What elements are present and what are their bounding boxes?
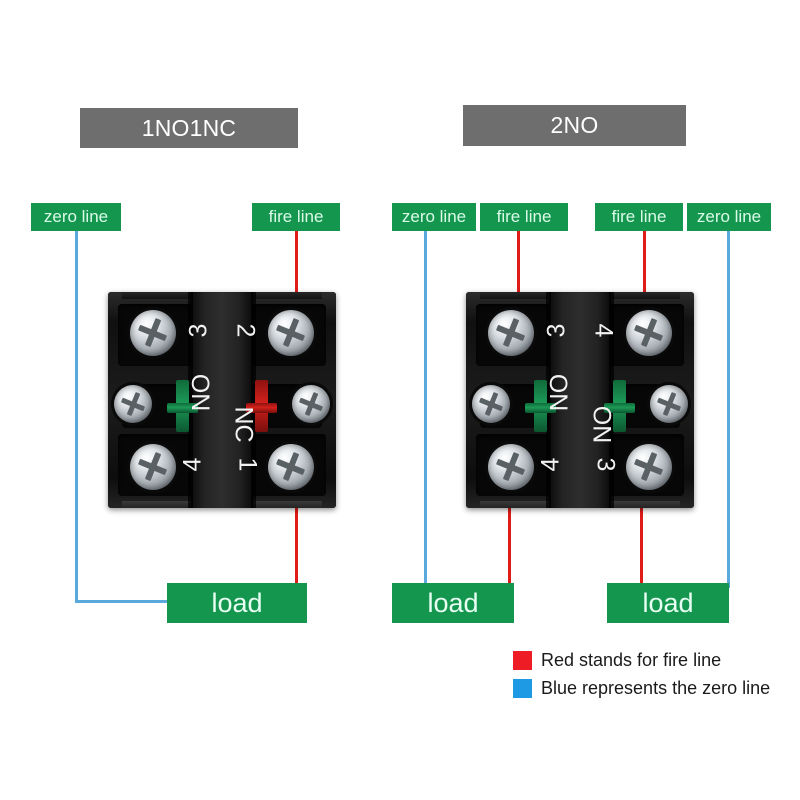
switch-block-2no: 3 4 4 3 NO ON bbox=[466, 292, 694, 508]
label-left-fire-line: fire line bbox=[252, 203, 340, 231]
center-rail bbox=[188, 292, 256, 508]
wire-right-zero2-vertical bbox=[727, 231, 730, 588]
screw-contact-left bbox=[114, 385, 152, 423]
label-left-zero-line-text: zero line bbox=[43, 207, 109, 226]
legend-swatch-red-icon bbox=[513, 651, 532, 670]
label-left-load: load bbox=[167, 583, 307, 623]
screw-contact-right bbox=[650, 385, 688, 423]
marking-terminal-3-top: 3 bbox=[542, 323, 571, 338]
screw-terminal-3 bbox=[130, 310, 176, 356]
marking-terminal-4-bottom: 4 bbox=[536, 457, 565, 472]
header-chip-1no1nc: 1NO1NC bbox=[80, 108, 298, 148]
legend-blue-text: Blue represents the zero line bbox=[541, 678, 771, 698]
screw-contact-left bbox=[472, 385, 510, 423]
label-left-zero-line: zero line bbox=[31, 203, 121, 231]
wire-right-terminal3-to-load2 bbox=[640, 466, 643, 586]
header-chip-2no: 2NO bbox=[463, 105, 686, 146]
label-right-fire-line-1-text: fire line bbox=[496, 207, 552, 226]
label-right-load-2-text: load bbox=[642, 587, 694, 618]
switch-block-1no1nc: 3 2 4 1 NO NC bbox=[108, 292, 336, 508]
screw-contact-right bbox=[292, 385, 330, 423]
screw-terminal-3-top bbox=[488, 310, 534, 356]
header-chip-2no-label: 2NO bbox=[550, 112, 599, 138]
switch-block-2no-body: 3 4 4 3 NO ON bbox=[466, 292, 694, 508]
marking-terminal-4: 4 bbox=[178, 457, 207, 472]
legend-swatch-blue-icon bbox=[513, 679, 532, 698]
screw-terminal-4-top bbox=[626, 310, 672, 356]
label-right-fire-line-1: fire line bbox=[480, 203, 568, 231]
label-right-load-1-text: load bbox=[427, 587, 479, 618]
marking-contact-no-left: NO bbox=[545, 373, 574, 412]
label-right-zero-line-1-text: zero line bbox=[401, 207, 467, 226]
screw-terminal-4 bbox=[130, 444, 176, 490]
label-left-fire-line-text: fire line bbox=[268, 207, 324, 226]
contact-indicator-no bbox=[167, 380, 198, 432]
wire-left-terminal1-to-load bbox=[295, 466, 298, 586]
contact-indicator-nc bbox=[246, 380, 277, 432]
marking-terminal-1: 1 bbox=[233, 457, 262, 472]
legend-row-blue: Blue represents the zero line bbox=[513, 676, 770, 701]
label-right-zero-line-2: zero line bbox=[687, 203, 771, 231]
center-rail bbox=[546, 292, 614, 508]
wire-right-fire1-to-terminal3 bbox=[517, 231, 520, 336]
marking-terminal-2: 2 bbox=[231, 323, 260, 338]
screw-terminal-2 bbox=[268, 310, 314, 356]
contact-indicator-no-right bbox=[604, 380, 635, 432]
wire-left-zero-horizontal bbox=[75, 600, 170, 603]
label-right-load-1: load bbox=[392, 583, 514, 623]
marking-contact-nc: NC bbox=[229, 406, 258, 443]
label-right-zero-line-1: zero line bbox=[392, 203, 476, 231]
wire-left-zero-vertical bbox=[75, 231, 78, 602]
screw-terminal-1 bbox=[268, 444, 314, 490]
marking-contact-no-right: ON bbox=[586, 405, 615, 444]
label-right-fire-line-2: fire line bbox=[595, 203, 683, 231]
marking-terminal-3: 3 bbox=[184, 323, 213, 338]
header-chip-1no1nc-label: 1NO1NC bbox=[141, 114, 237, 141]
wire-right-fire2-to-terminal4 bbox=[643, 231, 646, 336]
wire-left-fire-to-terminal2 bbox=[295, 231, 298, 336]
screw-terminal-4-bottom bbox=[488, 444, 534, 490]
label-right-zero-line-2-text: zero line bbox=[696, 207, 762, 226]
marking-terminal-4-top: 4 bbox=[589, 323, 618, 338]
contact-indicator-no-left bbox=[525, 380, 556, 432]
label-right-fire-line-2-text: fire line bbox=[611, 207, 667, 226]
legend: Red stands for fire line Blue represents… bbox=[513, 648, 770, 704]
legend-red-text: Red stands for fire line bbox=[541, 650, 722, 670]
wire-right-zero1-vertical bbox=[424, 231, 427, 588]
marking-contact-no: NO bbox=[187, 373, 216, 412]
screw-terminal-3-bottom bbox=[626, 444, 672, 490]
marking-terminal-3-bottom: 3 bbox=[591, 457, 620, 472]
label-right-load-2: load bbox=[607, 583, 729, 623]
legend-row-red: Red stands for fire line bbox=[513, 648, 770, 673]
wire-right-terminal4-to-load1 bbox=[508, 466, 511, 586]
switch-block-1no1nc-body: 3 2 4 1 NO NC bbox=[108, 292, 336, 508]
label-left-load-text: load bbox=[211, 587, 263, 618]
